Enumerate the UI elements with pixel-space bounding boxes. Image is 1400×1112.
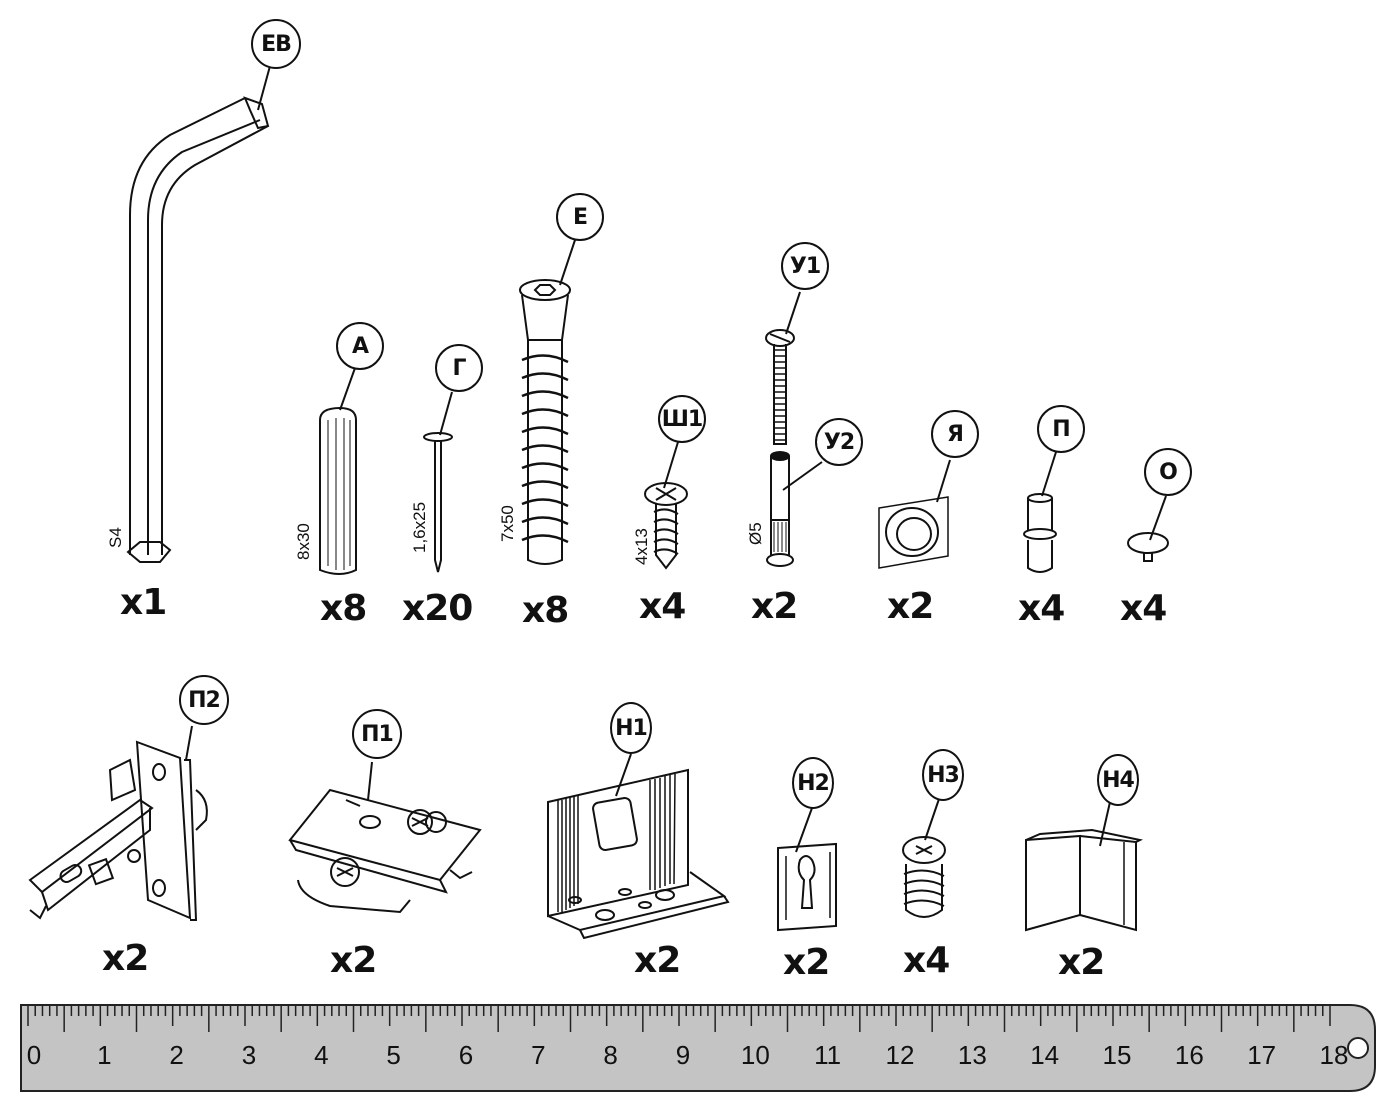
ruler-label: 10 [740,1040,770,1070]
hinge-drawing [28,725,208,921]
ruler [20,1004,1376,1092]
ruler-label: 14 [1030,1040,1060,1070]
quantity-U1: x2 [751,586,798,627]
part-callout-EB: EB [251,19,301,69]
size-label-SH1: 4x13 [632,528,651,565]
part-callout-G: Г [435,344,483,392]
confirmat-screw-drawing [519,239,576,565]
part-callout-A: A [336,322,384,370]
quantity-P2: x2 [102,938,149,979]
size-label-E: 7x50 [498,505,517,542]
mounting-plate-drawing [288,761,482,914]
part-callout-N3: Н3 [922,749,964,801]
quantity-N3: x4 [903,940,950,981]
ruler-label: 17 [1247,1040,1277,1070]
corner-bracket-drawing [1025,801,1144,932]
dowel-drawing [319,367,357,575]
size-label-U2: Ø5 [746,522,765,545]
ruler-label: 16 [1174,1040,1204,1070]
part-callout-E: E [556,193,604,241]
hex-key-drawing [126,65,271,563]
euro-screw-drawing [902,795,946,918]
cap-drawing [1127,495,1169,562]
connector-sleeve-drawing [766,451,823,567]
ruler-label: 4 [314,1040,329,1070]
ruler-label: 12 [885,1040,915,1070]
ruler-label: 11 [814,1040,842,1070]
part-callout-U2: У2 [815,418,863,466]
ruler-label: 7 [531,1040,546,1070]
part-callout-YA: Я [931,410,979,458]
part-callout-N2: Н2 [792,757,834,809]
quantity-E: x8 [522,590,569,631]
quantity-A: x8 [320,588,367,629]
part-callout-U1: У1 [781,242,829,290]
quantity-O: x4 [1120,588,1167,629]
part-callout-SH1: Ш1 [658,395,706,443]
ruler-label: 6 [458,1040,474,1070]
ruler-hang-hole [1347,1037,1369,1059]
ruler-body [20,1004,1376,1092]
quantity-SH1: x4 [639,586,686,627]
part-callout-N1: Н1 [610,702,652,754]
ruler-label: 9 [675,1040,691,1070]
ruler-label: 3 [241,1040,257,1070]
quantity-N4: x2 [1058,942,1105,983]
ruler-label: 1 [97,1040,112,1070]
part-callout-P1: П1 [352,709,402,759]
part-callout-P: П [1037,405,1085,453]
part-callout-N4: Н4 [1097,754,1139,806]
hanging-bracket-drawing [547,753,730,940]
quantity-YA: x2 [887,586,934,627]
quantity-G: x20 [402,588,473,629]
quantity-N2: x2 [783,942,830,983]
quantity-EB: x1 [120,582,167,623]
size-label-G: 1,6x25 [410,501,429,553]
connector-bolt-drawing [765,291,801,445]
wood-screw-drawing [644,441,688,570]
ruler-label: 0 [26,1040,42,1070]
part-callout-O: О [1144,448,1192,496]
quantity-N1: x2 [634,940,681,981]
size-label-A: 8x30 [294,523,313,560]
part-callout-P2: П2 [179,675,229,725]
ruler-label: 13 [957,1040,987,1070]
size-label-EB: S4 [106,527,125,548]
ruler-label: 2 [169,1040,184,1070]
quantity-P: x4 [1018,588,1065,629]
nail-drawing [423,391,453,573]
ruler-label: 18 [1319,1040,1349,1070]
ruler-label: 15 [1102,1040,1132,1070]
ruler-ticks [27,1006,1331,1032]
ruler-label: 5 [386,1040,401,1070]
keyhole-plate-drawing [777,807,837,932]
quantity-P1: x2 [330,940,377,981]
bumper-drawing [878,459,951,569]
ruler-label: 8 [603,1040,618,1070]
shelf-support-drawing [1023,451,1057,573]
